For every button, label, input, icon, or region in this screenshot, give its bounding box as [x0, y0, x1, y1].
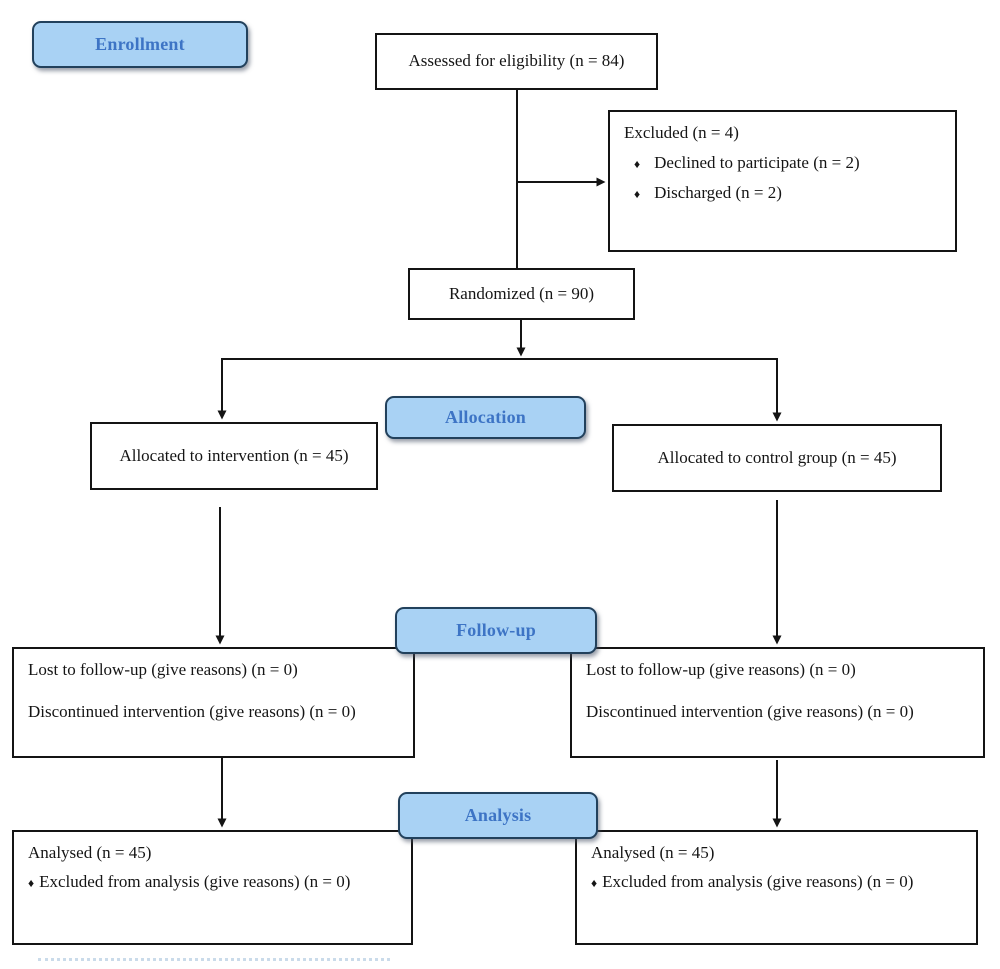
analysed-intervention-box: Analysed (n = 45) ♦ Excluded from analys…	[12, 830, 413, 945]
diamond-bullet-icon: ♦	[591, 875, 598, 890]
discontinued-intervention-label: Discontinued intervention (give reasons)…	[586, 701, 914, 721]
analysed-control-box: Analysed (n = 45) ♦ Excluded from analys…	[575, 830, 978, 945]
excluded-item-label: Declined to participate (n = 2)	[654, 152, 860, 172]
followup-stage-badge: Follow-up	[395, 607, 597, 654]
randomized-box: Randomized (n = 90)	[408, 268, 635, 320]
allocation-stage-badge: Allocation	[385, 396, 586, 439]
randomized-label: Randomized (n = 90)	[448, 283, 595, 303]
assessed-eligibility-label: Assessed for eligibility (n = 84)	[408, 51, 625, 71]
bottom-dotted-edge	[38, 958, 390, 961]
lost-to-followup-label: Lost to follow-up (give reasons) (n = 0)	[28, 660, 298, 679]
diamond-bullet-icon: ♦	[634, 186, 641, 201]
allocated-control-box: Allocated to control group (n = 45)	[612, 424, 942, 492]
excluded-item-row: ♦ Declined to participate (n = 2)	[624, 152, 941, 175]
lost-to-followup-label: Lost to follow-up (give reasons) (n = 0)	[586, 660, 856, 679]
analysis-excluded-label: Excluded from analysis (give reasons) (n…	[39, 871, 351, 891]
analysis-excluded-row: ♦ Excluded from analysis (give reasons) …	[28, 871, 397, 894]
analysis-stage-badge: Analysis	[398, 792, 598, 839]
assessed-eligibility-box: Assessed for eligibility (n = 84)	[375, 33, 658, 90]
analysed-title: Analysed (n = 45)	[591, 843, 715, 862]
diamond-bullet-icon: ♦	[634, 156, 641, 171]
excluded-item-label: Discharged (n = 2)	[654, 182, 782, 202]
allocated-intervention-label: Allocated to intervention (n = 45)	[119, 445, 349, 465]
diamond-bullet-icon: ♦	[28, 875, 35, 890]
allocated-control-label: Allocated to control group (n = 45)	[657, 447, 897, 467]
excluded-item-row: ♦ Discharged (n = 2)	[624, 182, 941, 205]
analysis-excluded-row: ♦ Excluded from analysis (give reasons) …	[591, 871, 962, 894]
excluded-box: Excluded (n = 4) ♦ Declined to participa…	[608, 110, 957, 252]
analysed-title: Analysed (n = 45)	[28, 843, 152, 862]
allocated-intervention-box: Allocated to intervention (n = 45)	[90, 422, 378, 490]
followup-intervention-box: Lost to follow-up (give reasons) (n = 0)…	[12, 647, 415, 758]
discontinued-intervention-label: Discontinued intervention (give reasons)…	[28, 701, 356, 721]
excluded-title: Excluded (n = 4)	[624, 123, 739, 142]
followup-control-box: Lost to follow-up (give reasons) (n = 0)…	[570, 647, 985, 758]
enrollment-stage-badge: Enrollment	[32, 21, 248, 68]
analysis-excluded-label: Excluded from analysis (give reasons) (n…	[602, 871, 914, 891]
